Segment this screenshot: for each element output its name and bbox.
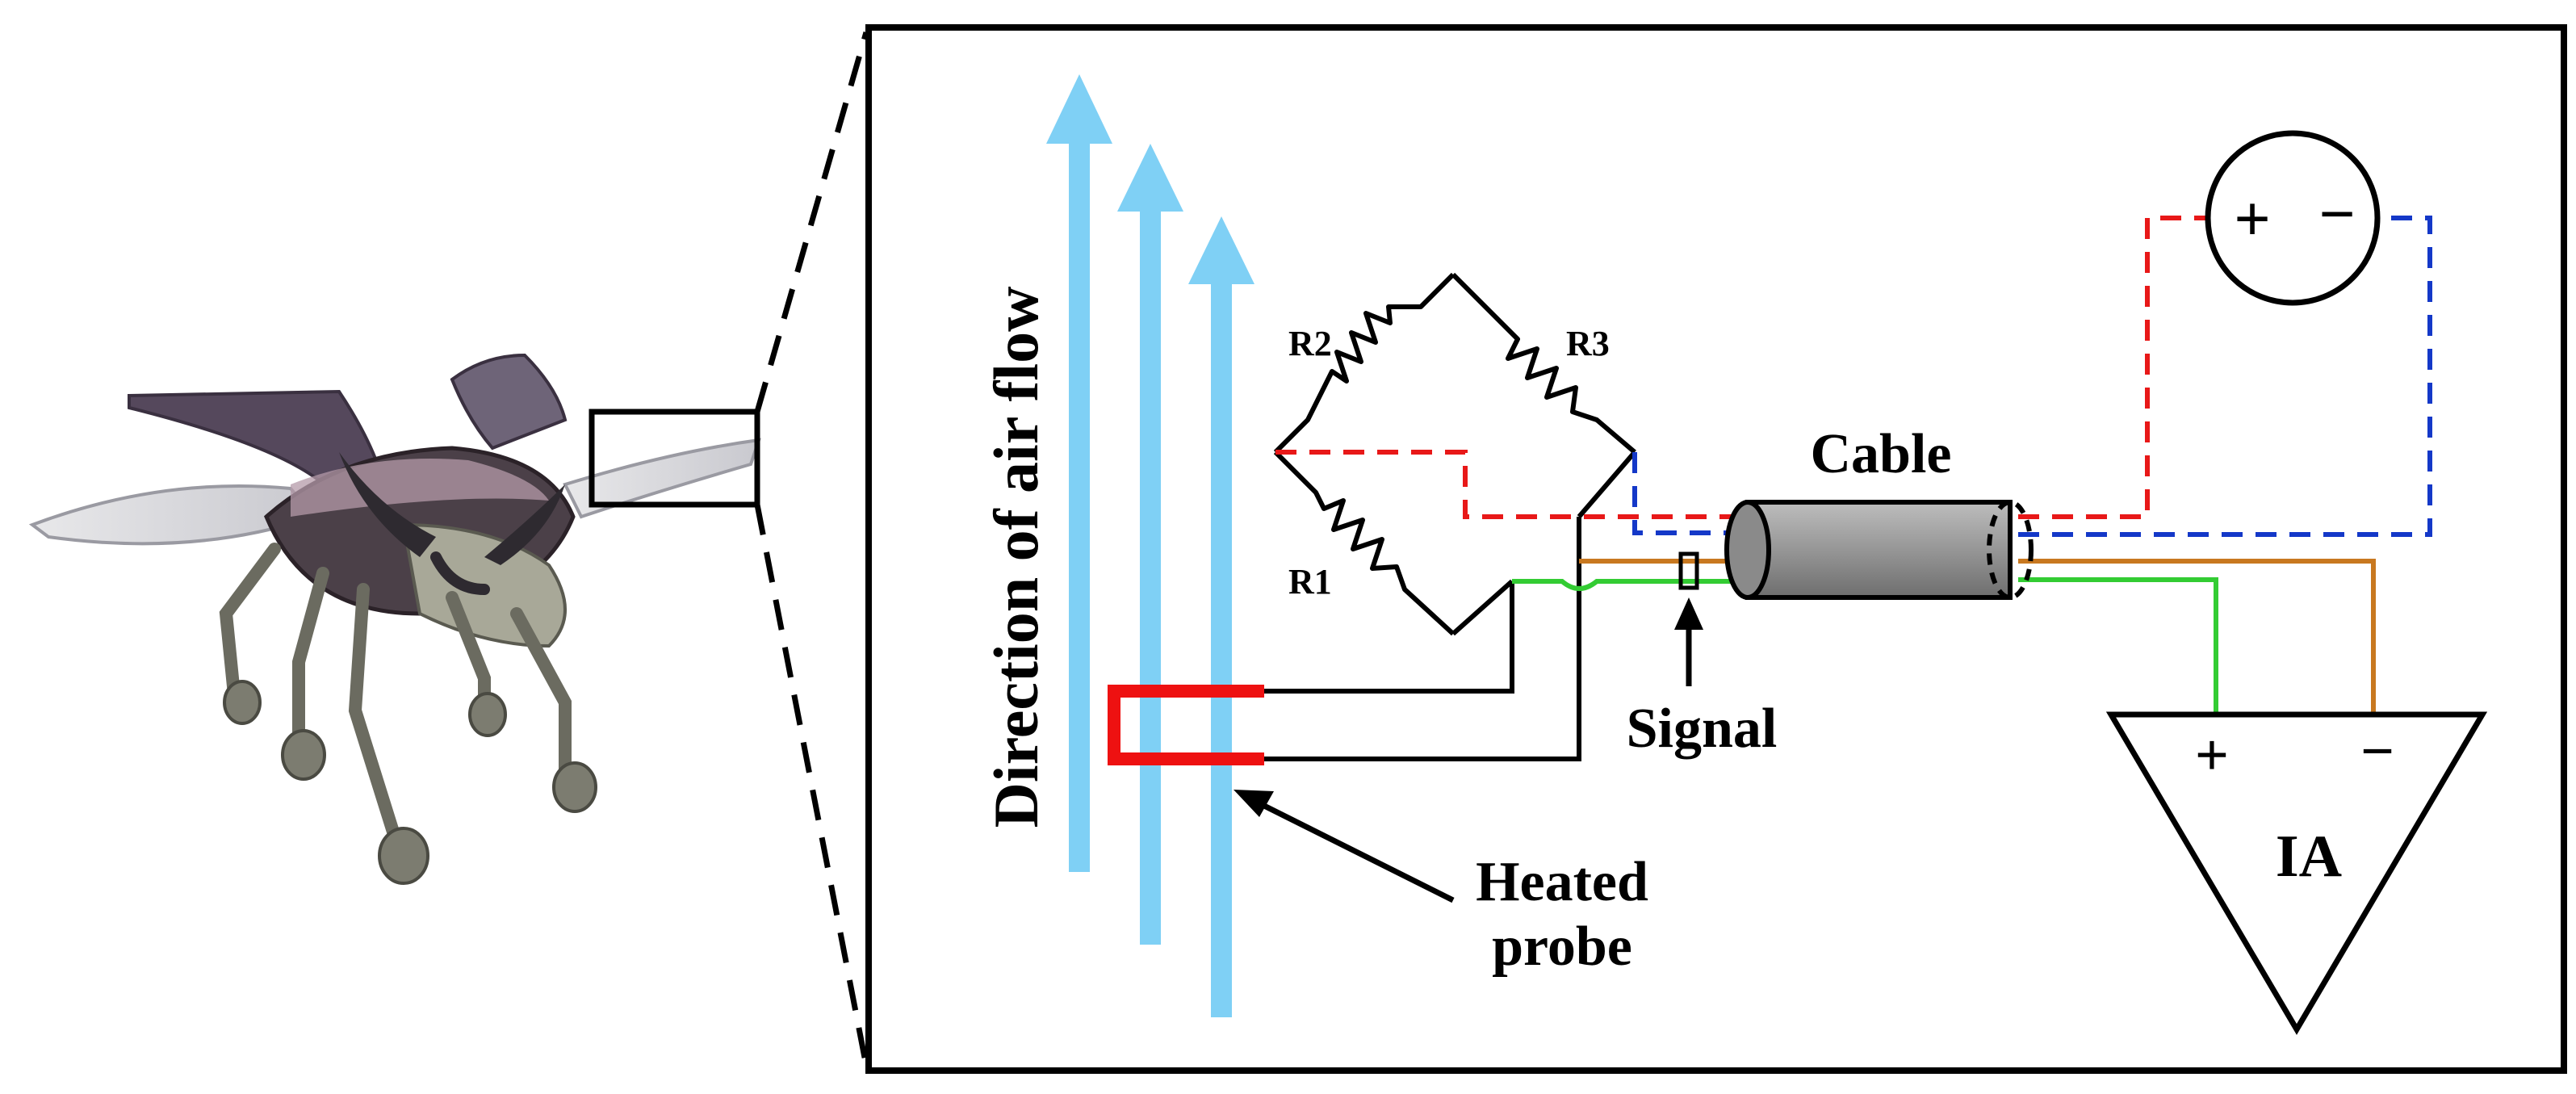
supply-plus-label: + [2234,184,2271,255]
airflow-label: Direction of air flow [981,287,1051,828]
heated-probe-label-line1: Heated [1476,851,1648,913]
signal-positive-wire [1512,579,1748,591]
signal-tap-box [1678,551,1699,590]
instrumentation-amplifier-icon [2105,711,2488,1035]
heated-probe [1108,685,1264,765]
heated-probe-pointer-arrow [1234,790,1455,903]
airflow-arrow-shaft-2 [1140,202,1161,945]
airflow-arrowhead-1 [1046,74,1112,144]
resistor-r3 [1451,272,1636,455]
airflow-arrow-shaft-1 [1069,129,1090,872]
resistor-r1 [1273,450,1456,636]
signal-wires [1512,559,2376,715]
resistor-r2 [1273,272,1456,455]
robot-insect-icon [28,353,761,885]
airflow-arrowhead-3 [1188,216,1254,284]
supply-positive-wire [1275,450,1748,519]
airflow-arrow-shaft-3 [1211,275,1232,1017]
bridge-right-lower-arm [1451,451,1637,636]
supply-negative-wire [1632,452,1748,535]
cable [1724,500,2034,600]
cable-label: Cable [1811,423,1952,485]
r2-label: R2 [1288,324,1332,363]
heated-probe-label-line2: probe [1492,916,1632,978]
signal-label: Signal [1627,698,1778,760]
signal-positive-wire-outer [2018,577,2218,715]
r3-label: R3 [1566,324,1610,363]
supply-minus-label: − [2318,179,2356,250]
signal-negative-wire-outer [2018,559,2376,715]
dc-supply-icon [2205,130,2381,306]
r1-label: R1 [1288,562,1332,601]
ia-label: IA [2276,824,2342,890]
supply-wires [1275,216,2432,537]
ia-plus-label: + [2195,723,2229,789]
supply-negative-wire-outer [2018,216,2432,537]
wheatstone-bridge [1273,272,1637,636]
probe-leads [1264,517,1581,761]
airflow-arrows [1046,74,1254,1017]
zoom-source-box [589,409,760,508]
supply-positive-wire-outer [2018,216,2208,519]
ia-minus-label: − [2360,719,2394,785]
signal-pointer-arrow [1674,597,1703,686]
airflow-arrowhead-2 [1117,144,1183,212]
zoom-lines [754,31,869,1067]
